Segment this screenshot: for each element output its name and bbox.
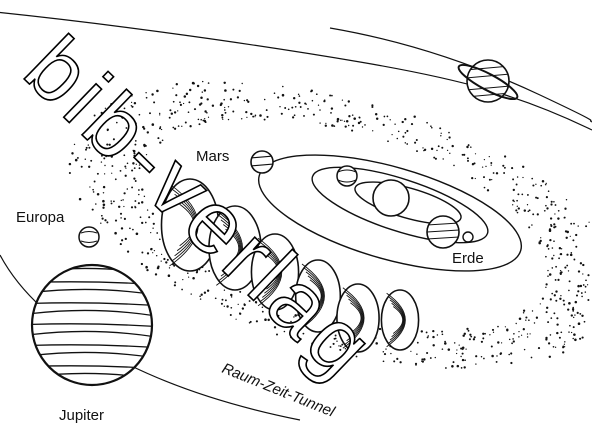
europa-label: Europa [16,209,65,226]
venus-planet [337,166,357,186]
europa-moon [79,227,99,247]
mars-planet [250,151,274,173]
earth-planet [426,216,460,248]
jupiter-label: Jupiter [59,407,104,424]
erde-label: Erde [452,250,484,267]
sun [373,180,409,216]
mercury-planet [463,232,473,242]
jupiter-planet [28,265,156,385]
